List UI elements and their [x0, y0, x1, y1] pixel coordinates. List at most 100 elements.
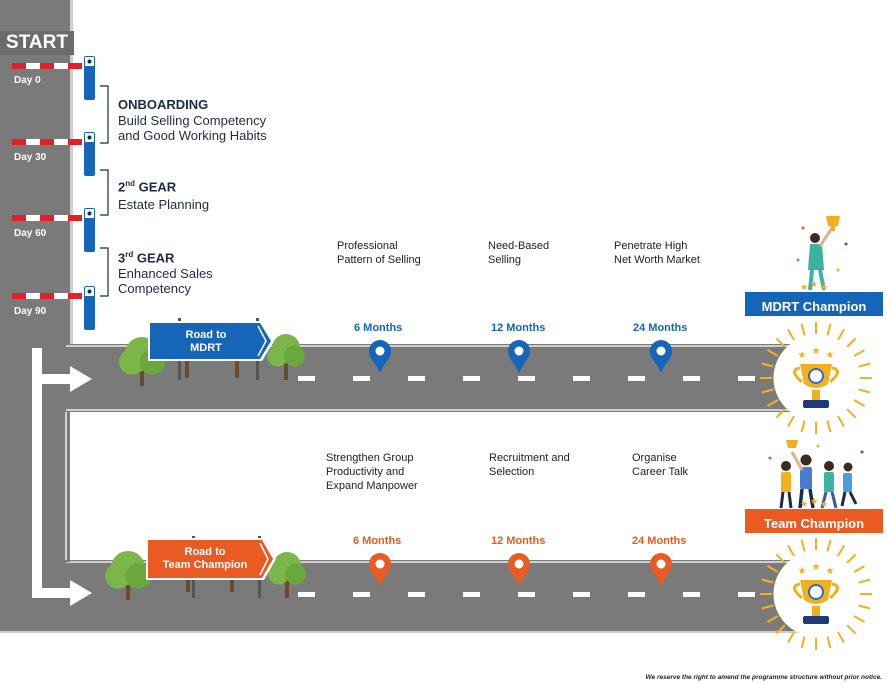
- sign-line: Road to: [184, 546, 226, 558]
- milestone-line: Expand Manpower: [326, 480, 418, 492]
- trophy-icon: ★ ★ ★: [760, 322, 872, 434]
- milestone-line: Selling: [488, 254, 522, 266]
- milestone-line: Net Worth Market: [614, 254, 700, 266]
- stage-num-suffix: nd: [125, 179, 136, 188]
- day-label: Day 90: [14, 306, 47, 317]
- lane-dash: [353, 376, 370, 381]
- lane-dash: [463, 376, 480, 381]
- lane-dash: [408, 376, 425, 381]
- lane-dash: [298, 376, 315, 381]
- stage-title-2nd-gear: 2nd GEAR: [118, 179, 176, 194]
- team-road-sign: [146, 536, 276, 598]
- stage-desc-line: Enhanced Sales: [118, 266, 213, 281]
- trophy-icon: ★★★: [760, 538, 872, 650]
- mdrt-milestone-3: Penetrate High Net Worth Market: [614, 239, 700, 267]
- milestone-line: Selection: [489, 466, 535, 478]
- team-duration-3: 24 Months: [632, 535, 687, 547]
- day-barrier: [12, 208, 95, 252]
- team-duration-1: 6 Months: [353, 535, 402, 547]
- mdrt-champion-label: MDRT Champion: [761, 299, 867, 314]
- milestone-line: Need-Based: [488, 240, 550, 252]
- day-barrier: [12, 286, 95, 330]
- stage-num: 2: [118, 179, 126, 195]
- map-pin-icon: [369, 553, 391, 586]
- svg-text:★: ★: [798, 350, 807, 361]
- mdrt-sign-text: Road to MDRT: [150, 329, 262, 355]
- sign-line: Team Champion: [162, 559, 248, 571]
- mdrt-duration-3: 24 Months: [633, 322, 688, 334]
- tree: [105, 551, 151, 600]
- day-barrier: [12, 132, 95, 176]
- branch-arrow: [32, 348, 92, 606]
- lane-dashes: [298, 376, 755, 597]
- milestone-line: Professional: [337, 240, 398, 252]
- sign-line: Road to: [185, 329, 227, 341]
- mdrt-celebrant-illustration: [796, 216, 848, 291]
- mdrt-milestone-1: Professional Pattern of Selling: [337, 239, 421, 267]
- stage-title-rest: GEAR: [135, 179, 177, 195]
- stage-desc-2nd-gear: Estate Planning: [118, 197, 209, 212]
- trophies: ★ ★ ★ ★ ★ ★: [760, 322, 872, 650]
- tree: [267, 334, 305, 380]
- stage-desc-line: Estate Planning: [118, 197, 210, 212]
- start-label: START: [0, 31, 74, 55]
- map-pin-icon: [369, 340, 391, 373]
- stage-title-rest: GEAR: [133, 250, 175, 266]
- star-icon: ★: [820, 499, 828, 509]
- team-champion-label: Team Champion: [763, 516, 865, 531]
- map-pin-icon: [508, 340, 530, 373]
- star-icon: ★: [800, 499, 808, 509]
- disclaimer-note: We reserve the right to amend the progra…: [645, 674, 882, 681]
- milestone-line: Career Talk: [632, 466, 689, 478]
- lane-dash: [353, 592, 370, 597]
- milestone-line: Productivity and: [326, 466, 405, 478]
- stage-brackets: [100, 85, 109, 297]
- day-barrier: [12, 56, 95, 100]
- stage-desc-3rd-gear: Enhanced Sales Competency: [118, 266, 213, 296]
- lane-dash: [738, 592, 755, 597]
- mdrt-duration-2: 12 Months: [491, 322, 546, 334]
- milestone-line: Strengthen Group: [326, 452, 414, 464]
- team-champion-banner: [745, 509, 883, 533]
- mdrt-champion-banner: [745, 292, 883, 316]
- map-pins: [369, 340, 672, 586]
- svg-text:★: ★: [812, 346, 821, 357]
- mdrt-milestone-2: Need-Based Selling: [488, 239, 549, 267]
- milestone-line: Organise: [632, 452, 677, 464]
- team-duration-2: 12 Months: [491, 535, 546, 547]
- stage-num: 3: [118, 250, 126, 266]
- mdrt-duration-1: 6 Months: [354, 322, 403, 334]
- lane-dash: [628, 376, 645, 381]
- map-pin-icon: [650, 340, 672, 373]
- stage-desc-line: Competency: [118, 281, 191, 296]
- star-icon: ★: [820, 282, 828, 292]
- vertical-road-edge: [70, 0, 73, 350]
- lane-dash: [683, 592, 700, 597]
- lane-dash: [573, 376, 590, 381]
- milestone-line: Pattern of Selling: [337, 254, 421, 266]
- banner-stars: ★★★★★★: [800, 279, 828, 509]
- stage-desc-line: and Good Working Habits: [118, 128, 267, 143]
- lane-dash: [463, 592, 480, 597]
- team-milestone-1: Strengthen Group Productivity and Expand…: [326, 451, 418, 493]
- lane-dash: [408, 592, 425, 597]
- svg-text:★: ★: [798, 566, 807, 577]
- stage-num-suffix: rd: [125, 250, 134, 259]
- map-pin-icon: [650, 553, 672, 586]
- lane-dash: [573, 592, 590, 597]
- map-pin-icon: [508, 553, 530, 586]
- lane-dash: [738, 376, 755, 381]
- lane-dash: [628, 592, 645, 597]
- svg-text:★: ★: [812, 562, 821, 573]
- team-milestone-3: Organise Career Talk: [632, 451, 688, 479]
- sign-line: MDRT: [190, 342, 222, 354]
- star-icon: ★: [810, 279, 818, 289]
- day-label: Day 0: [14, 75, 41, 86]
- lane-dash: [518, 592, 535, 597]
- lane-dash: [518, 376, 535, 381]
- day-barriers: [12, 56, 95, 330]
- svg-text:★: ★: [826, 350, 835, 361]
- team-celebrants-illustration: [768, 440, 864, 509]
- milestone-line: Recruitment and: [489, 452, 570, 464]
- stage-desc-onboarding: Build Selling Competency and Good Workin…: [118, 113, 267, 143]
